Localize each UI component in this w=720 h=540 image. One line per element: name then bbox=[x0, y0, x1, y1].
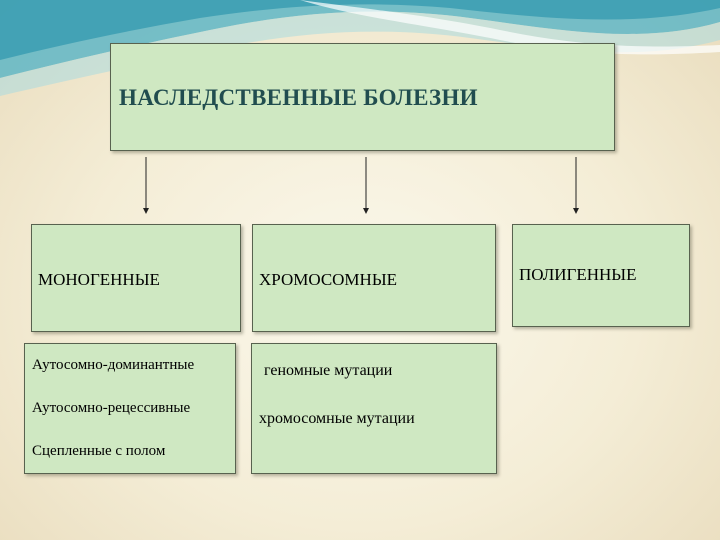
detail-box-monogenic: Аутосомно-доминантные Аутосомно-рецессив… bbox=[24, 343, 236, 474]
decorative-wave bbox=[0, 0, 720, 97]
category-label-chromosomal: ХРОМОСОМНЫЕ bbox=[259, 270, 398, 289]
arrowhead-polygenic bbox=[573, 208, 579, 214]
category-label-polygenic: ПОЛИГЕННЫЕ bbox=[519, 265, 637, 284]
title-box: НАСЛЕДСТВЕННЫЕ БОЛЕЗНИ bbox=[110, 43, 615, 151]
category-label-monogenic: МОНОГЕННЫЕ bbox=[38, 270, 160, 289]
category-box-polygenic: ПОЛИГЕННЫЕ bbox=[512, 224, 690, 327]
detail-item-autosomal-dominant: Аутосомно-доминантные bbox=[32, 357, 195, 373]
detail-item-chromosomal-mutations: хромосомные мутации bbox=[259, 410, 415, 427]
arrowhead-monogenic bbox=[143, 208, 149, 214]
detail-item-sex-linked: Сцепленные с полом bbox=[32, 443, 166, 459]
category-box-chromosomal: ХРОМОСОМНЫЕ bbox=[252, 224, 496, 332]
detail-item-autosomal-recessive: Аутосомно-рецессивные bbox=[32, 400, 191, 416]
arrowhead-chromosomal bbox=[363, 208, 369, 214]
diagram-title: НАСЛЕДСТВЕННЫЕ БОЛЕЗНИ bbox=[119, 85, 478, 110]
detail-item-genomic-mutations: геномные мутации bbox=[264, 362, 393, 379]
detail-box-chromosomal: геномные мутации хромосомные мутации bbox=[251, 343, 497, 474]
category-box-monogenic: МОНОГЕННЫЕ bbox=[31, 224, 241, 332]
